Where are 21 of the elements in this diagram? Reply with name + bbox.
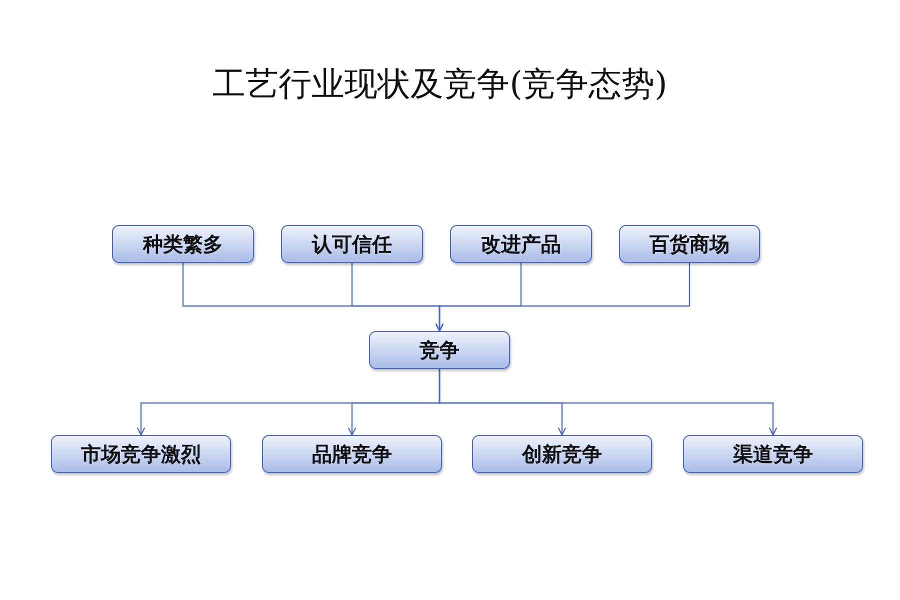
- connector-arrow: [435, 263, 690, 332]
- box-label: 种类繁多: [143, 230, 223, 258]
- box-label: 改进产品: [481, 230, 561, 258]
- process-box: [112, 225, 254, 263]
- connector-arrow: [438, 369, 778, 436]
- process-box: [619, 225, 760, 263]
- process-box: [51, 435, 231, 473]
- box-label: 渠道竞争: [733, 440, 813, 468]
- process-box: [472, 435, 652, 473]
- box-label: 百货商场: [650, 230, 730, 258]
- box-label: 认可信任: [312, 230, 392, 258]
- box-label: 竞争: [420, 336, 460, 364]
- box-label: 品牌竞争: [312, 440, 392, 468]
- process-box: [450, 225, 592, 263]
- process-box: [262, 435, 442, 473]
- process-box: [369, 331, 510, 369]
- process-box: [683, 435, 863, 473]
- process-box: [281, 225, 423, 263]
- box-label: 创新竞争: [522, 440, 602, 468]
- box-label: 市场竞争激烈: [81, 440, 201, 468]
- diagram-title: 工艺行业现状及竞争(竞争态势): [212, 63, 668, 105]
